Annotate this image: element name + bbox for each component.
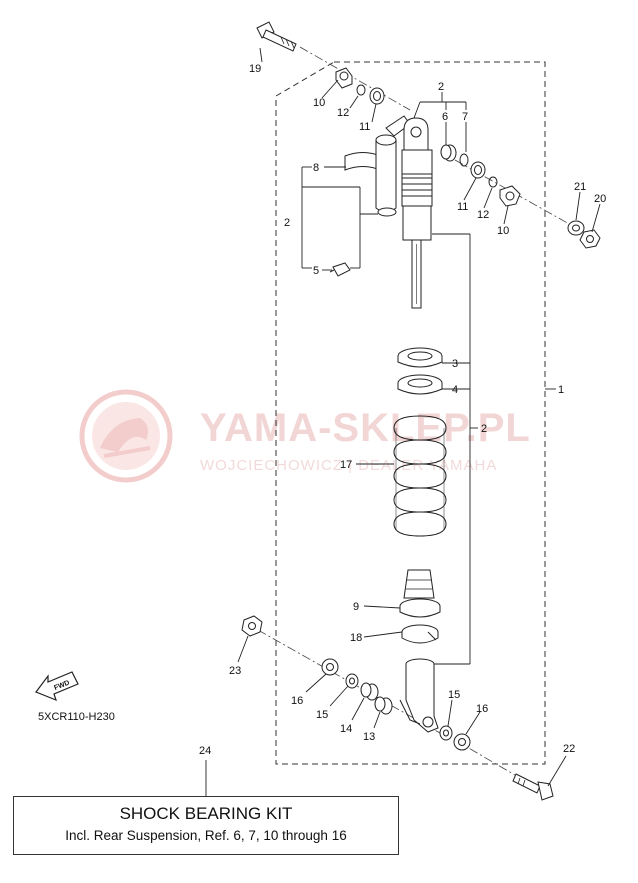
callout-21[interactable]: 21 <box>574 181 586 193</box>
callout-19[interactable]: 19 <box>249 63 261 75</box>
callout-1[interactable]: 1 <box>558 384 564 396</box>
callout-23[interactable]: 23 <box>229 665 241 677</box>
bump-stop[interactable] <box>403 569 435 599</box>
bearing-11-upper[interactable] <box>369 87 385 105</box>
valve-5[interactable] <box>329 262 351 277</box>
callout-2-left[interactable]: 2 <box>284 217 290 229</box>
spring-seat-18[interactable] <box>401 624 439 644</box>
bolt-19[interactable] <box>256 21 297 52</box>
bushing-10-upper[interactable] <box>335 67 353 89</box>
callout-15-right[interactable]: 15 <box>448 689 460 701</box>
callout-16-left[interactable]: 16 <box>291 695 303 707</box>
callout-4[interactable]: 4 <box>452 384 458 396</box>
callout-16-right[interactable]: 16 <box>476 703 488 715</box>
bearing-11-lower[interactable] <box>470 161 486 179</box>
lower-clevis[interactable] <box>399 658 439 733</box>
watermark: YAMA-SKLEP.PL WOJCIECHOWICZ | DEALER YAM… <box>79 389 530 483</box>
locknut-3[interactable] <box>397 347 443 368</box>
kit-title: SHOCK BEARING KIT <box>119 804 293 823</box>
spacer-16-left[interactable] <box>321 658 339 676</box>
spacer-15-right[interactable] <box>439 725 453 741</box>
spacer-16-right[interactable] <box>453 733 471 751</box>
callout-3[interactable]: 3 <box>452 358 458 370</box>
collar-6[interactable] <box>440 144 457 162</box>
shock-bearing-kit-box[interactable]: SHOCK BEARING KIT Incl. Rear Suspension,… <box>13 796 399 855</box>
callout-10-upper[interactable]: 10 <box>313 97 325 109</box>
washer-21[interactable] <box>567 220 585 236</box>
spacer-15-left[interactable] <box>345 673 359 689</box>
callout-11-lower[interactable]: 11 <box>457 201 468 213</box>
reservoir[interactable] <box>344 115 411 217</box>
bolt-22[interactable] <box>512 773 554 801</box>
kit-description: Incl. Rear Suspension, Ref. 6, 7, 10 thr… <box>65 828 347 843</box>
watermark-subtitle: WOJCIECHOWICZ | DEALER YAMAHA <box>200 457 497 474</box>
callout-11-upper[interactable]: 11 <box>359 121 370 133</box>
callout-labels: 19 10 12 11 2 6 7 8 2 5 11 12 10 21 20 3… <box>199 63 606 757</box>
callout-5[interactable]: 5 <box>313 265 319 277</box>
callout-13[interactable]: 13 <box>363 731 375 743</box>
callout-24[interactable]: 24 <box>199 745 211 757</box>
callout-17[interactable]: 17 <box>340 459 352 471</box>
callout-20[interactable]: 20 <box>594 193 606 205</box>
callout-12-upper[interactable]: 12 <box>337 107 349 119</box>
watermark-logo-icon <box>79 389 173 483</box>
o-ring-12-lower[interactable] <box>488 176 498 188</box>
shock-body[interactable] <box>401 117 433 309</box>
callout-10-lower[interactable]: 10 <box>497 225 509 237</box>
callout-2-right[interactable]: 2 <box>481 423 487 435</box>
nut-23[interactable] <box>241 615 263 637</box>
callout-12-lower[interactable]: 12 <box>477 209 489 221</box>
fwd-arrow-icon: FWD <box>35 671 79 702</box>
callout-18[interactable]: 18 <box>350 632 362 644</box>
leader-lines <box>205 47 601 796</box>
nut-20[interactable] <box>579 229 601 249</box>
diagram-code: 5XCR110-H230 <box>38 711 115 723</box>
spring-guide-9[interactable] <box>399 598 441 618</box>
callout-6[interactable]: 6 <box>442 111 448 123</box>
callout-2-top[interactable]: 2 <box>438 81 444 93</box>
callout-9[interactable]: 9 <box>353 601 359 613</box>
spring-17[interactable] <box>393 415 447 537</box>
bearing-13[interactable] <box>374 696 393 715</box>
assembly-boundary <box>275 61 546 765</box>
seal-7[interactable] <box>459 153 469 167</box>
callout-7[interactable]: 7 <box>462 111 468 123</box>
o-ring-12-upper[interactable] <box>356 84 366 96</box>
callout-14[interactable]: 14 <box>340 723 352 735</box>
collar-14[interactable] <box>360 682 379 701</box>
callout-15-left[interactable]: 15 <box>316 709 328 721</box>
callout-22[interactable]: 22 <box>563 743 575 755</box>
locknut-4[interactable] <box>397 374 443 395</box>
bushing-10-lower[interactable] <box>499 185 521 207</box>
callout-8[interactable]: 8 <box>313 162 319 174</box>
